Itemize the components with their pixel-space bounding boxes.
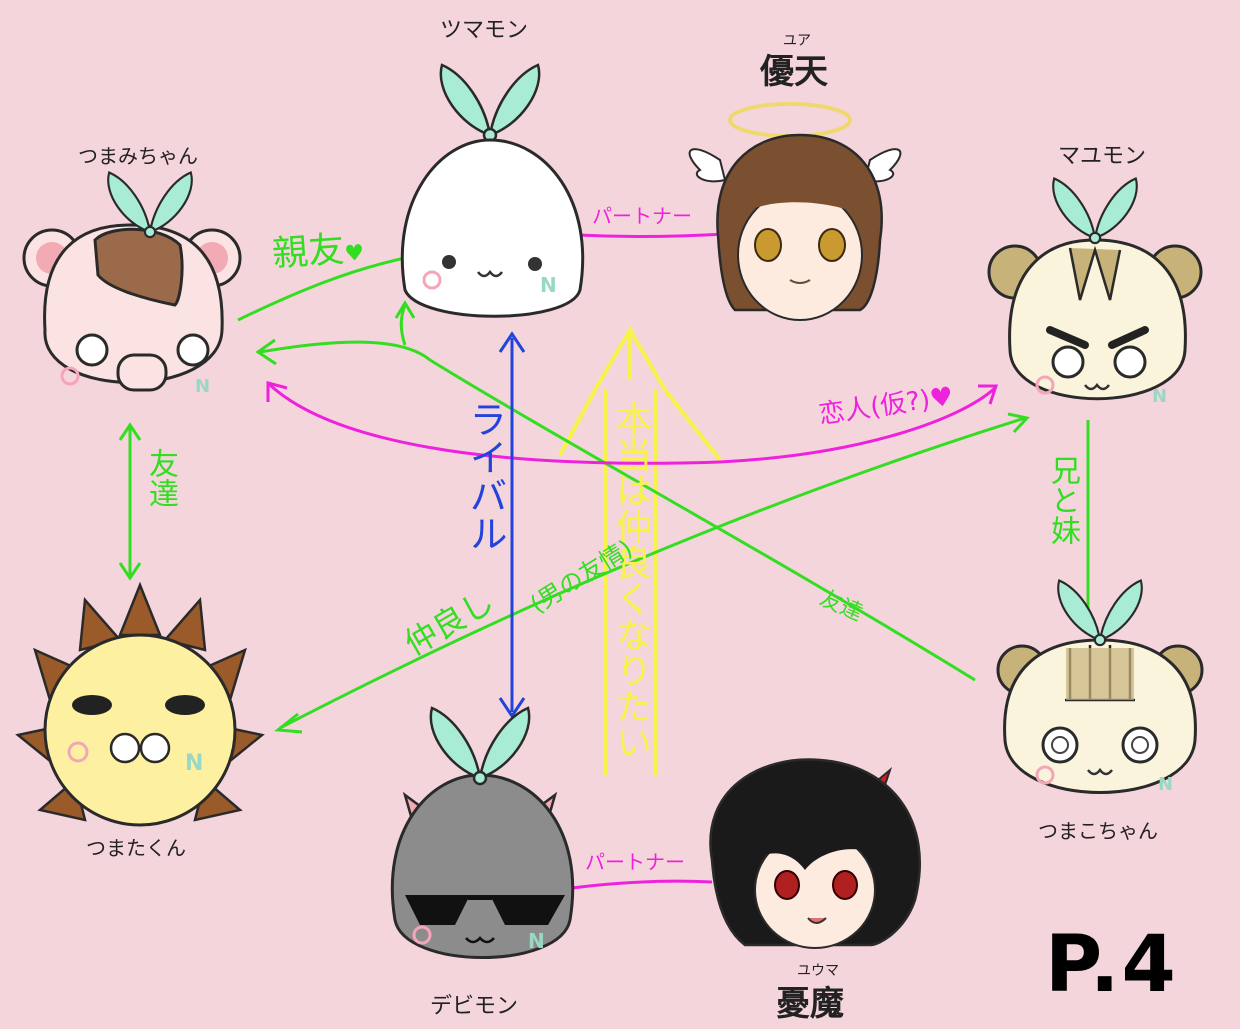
want-closer-arrow xyxy=(558,322,722,775)
tsumata-character[interactable]: N xyxy=(15,581,265,827)
svg-text:N: N xyxy=(185,751,203,776)
tsumami-name: つまみちゃん xyxy=(78,144,198,168)
partner-top-label: パートナー xyxy=(592,204,692,228)
lovers-arrow xyxy=(266,381,999,465)
tsumami-character[interactable]: N xyxy=(22,171,242,398)
friends-left-label: 友達 xyxy=(143,448,178,508)
best-friend-label: 親友♥ xyxy=(270,219,365,277)
yuma-ruby: ユウマ xyxy=(797,963,839,979)
partner-line-top xyxy=(577,232,726,239)
devimon-name: デビモン xyxy=(430,994,519,1019)
yua-name: 優天 xyxy=(760,52,828,92)
best-friend-text: 親友 xyxy=(270,229,346,276)
rival-arrow xyxy=(498,331,526,719)
best-friend-line xyxy=(237,256,406,322)
svg-text:N: N xyxy=(195,376,210,397)
best-friend-heart-icon: ♥ xyxy=(343,240,366,268)
svg-text:N: N xyxy=(1152,386,1167,407)
tsumamon-name: ツマモン xyxy=(440,18,529,43)
yuma-character[interactable] xyxy=(709,758,921,949)
rival-label: ライバル xyxy=(463,400,507,552)
tsumata-name: つまたくん xyxy=(86,836,186,860)
yua-ruby: ユア xyxy=(783,33,811,49)
friends-cross-arrow xyxy=(255,300,976,682)
partner-line-bottom xyxy=(571,879,713,890)
svg-text:N: N xyxy=(528,929,545,953)
yua-character[interactable] xyxy=(688,102,902,321)
devimon-character[interactable]: N xyxy=(390,706,575,959)
mayumon-name: マユモン xyxy=(1058,144,1147,169)
tsumako-name: つまこちゃん xyxy=(1038,819,1158,843)
svg-text:N: N xyxy=(540,273,557,297)
good-friends-arrow xyxy=(274,412,1030,734)
friends-left-arrow xyxy=(118,422,142,581)
want-closer-label: 本当は仲良くなりたい xyxy=(610,400,651,760)
partner-bottom-label: パートナー xyxy=(585,850,685,874)
page-number: P.4 xyxy=(1045,920,1178,1010)
lovers-heart-icon: ♥ xyxy=(927,381,956,415)
svg-text:N: N xyxy=(1158,774,1173,795)
siblings-label: 兄と妹 xyxy=(1045,455,1080,545)
tsumamon-character[interactable]: N xyxy=(400,63,585,318)
yuma-name: 憂魔 xyxy=(776,984,844,1024)
tsumako-character[interactable]: N xyxy=(996,579,1204,796)
mayumon-character[interactable]: N xyxy=(987,177,1203,408)
